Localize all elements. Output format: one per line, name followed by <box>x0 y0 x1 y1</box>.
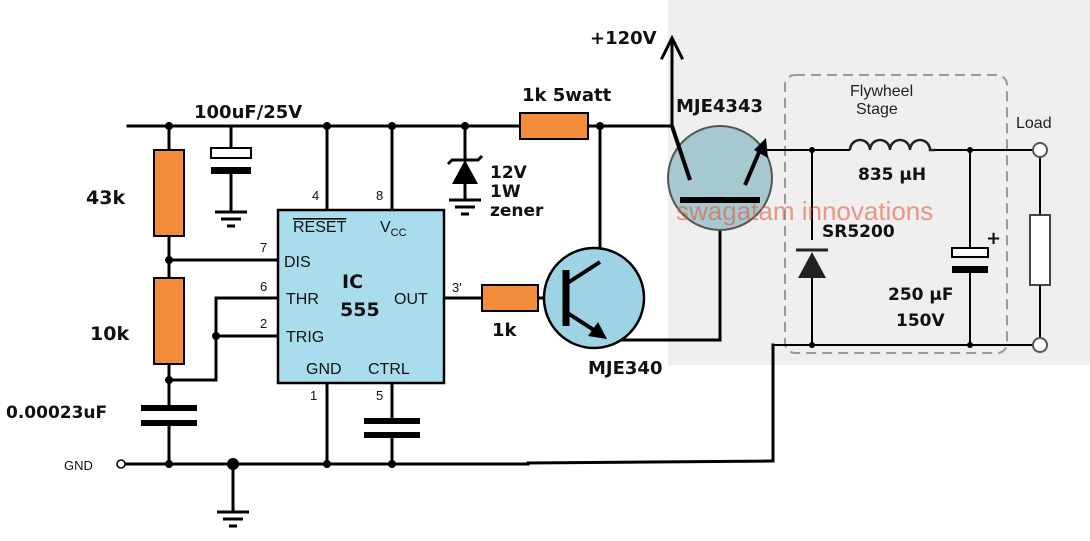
junction-dots <box>165 122 973 470</box>
ic-pin-reset: RESET <box>293 219 347 236</box>
load-terminal-top <box>1032 142 1048 158</box>
ground-symbol-cap <box>215 210 247 228</box>
label-cap-timing: 0.00023uF <box>6 403 107 423</box>
label-flywheel-1: Flywheel <box>850 83 913 100</box>
label-cap-top: 100uF/25V <box>194 102 302 123</box>
label-zener-3: zener <box>490 201 544 221</box>
pin-number-2: 2 <box>260 316 267 331</box>
label-flywheel-2: Stage <box>856 101 898 118</box>
ic-pin-gnd: GND <box>306 361 342 378</box>
ground-symbol-zener <box>449 198 481 216</box>
ic-pin-ctrl: CTRL <box>368 361 410 378</box>
pin-number-4: 4 <box>312 188 319 203</box>
label-r2: 10k <box>90 323 129 345</box>
inductor-835uh <box>848 138 935 152</box>
pin-number-8: 8 <box>376 188 383 203</box>
resistor-10k <box>153 277 185 365</box>
capacitor-timing <box>141 405 197 426</box>
capacitor-ctrl <box>364 418 420 438</box>
transistor-mje340 <box>542 246 646 350</box>
label-r-base: 1k <box>492 320 518 341</box>
capacitor-100uf <box>210 147 252 174</box>
load-resistor <box>1029 214 1051 286</box>
capacitor-250uf <box>951 247 989 273</box>
label-gnd: GND <box>64 458 93 473</box>
label-r-top: 1k 5watt <box>522 85 612 106</box>
label-cap-out-1: 250 µF <box>888 285 954 305</box>
diode-sr5200 <box>796 248 828 278</box>
load-terminal-bottom <box>1032 337 1048 353</box>
label-cap-out-plus: + <box>986 228 1001 249</box>
label-zener-2: 1W <box>490 182 521 202</box>
gnd-terminal <box>116 459 126 469</box>
resistor-43k <box>153 149 185 237</box>
pin-number-1: 1 <box>310 388 317 403</box>
ic-pin-thr: THR <box>286 291 319 308</box>
zener-diode <box>446 154 484 184</box>
ground-symbol-main <box>217 510 249 528</box>
resistor-1k-base <box>481 284 539 312</box>
ic-555-body <box>276 208 446 385</box>
ic-pin-vcc: VCC <box>380 219 407 239</box>
ic-pin-out: OUT <box>394 291 428 308</box>
pin-number-6: 6 <box>260 279 267 294</box>
label-inductor: 835 µH <box>858 165 926 185</box>
label-zener-1: 12V <box>490 163 528 183</box>
flywheel-stage-box <box>784 74 1008 354</box>
label-q-power: MJE4343 <box>676 96 763 117</box>
watermark: swagatam innovations <box>676 196 933 226</box>
label-supply: +120V <box>590 28 657 49</box>
ic-name-1: IC <box>342 271 363 293</box>
label-r1: 43k <box>86 187 125 209</box>
transistor-mje4343 <box>667 125 773 231</box>
label-q-driver: MJE340 <box>588 358 662 379</box>
ic-pin-trig: TRIG <box>286 329 324 346</box>
label-diode: SR5200 <box>822 222 895 242</box>
ic-name-2: 555 <box>340 299 380 321</box>
pin-number-3: 3' <box>452 280 462 295</box>
pin-number-7: 7 <box>260 240 267 255</box>
ic-pin-dis: DIS <box>284 254 311 271</box>
resistor-1k-5watt <box>519 112 589 140</box>
label-load: Load <box>1016 115 1052 132</box>
pin-number-5: 5 <box>376 388 383 403</box>
label-cap-out-2: 150V <box>896 311 945 331</box>
